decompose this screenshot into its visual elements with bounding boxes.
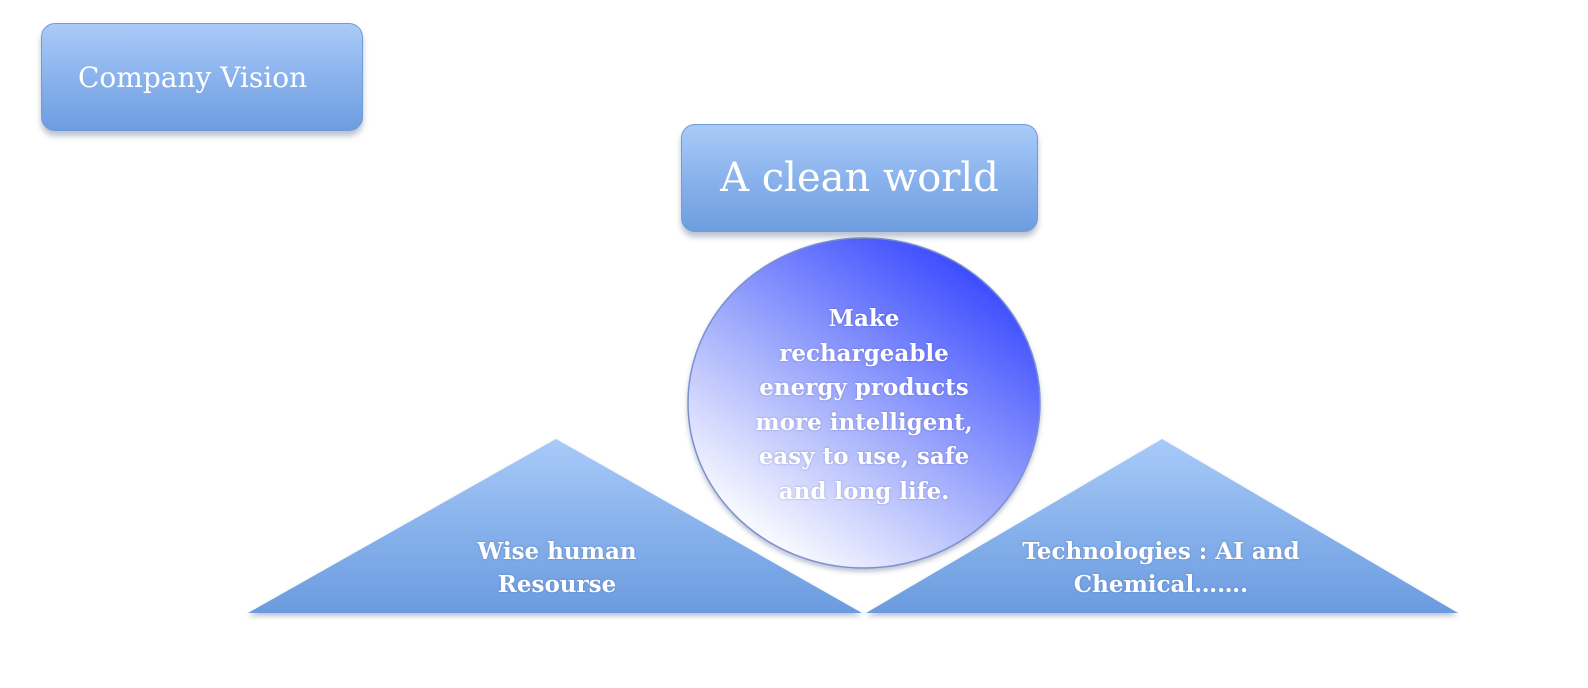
left-pillar-label: Wise human Resourse [477, 538, 637, 598]
company-vision-box: Company Vision [41, 23, 363, 131]
company-vision-label: Company Vision [78, 60, 308, 94]
right-pillar-label: Technologies : AI and Chemical……. [1022, 538, 1300, 598]
mission-text: Make rechargeable energy products more i… [755, 305, 973, 505]
left-pillar-triangle [248, 439, 862, 613]
goal-title: A clean world [720, 155, 999, 201]
goal-box: A clean world [681, 124, 1038, 232]
right-pillar-triangle [866, 439, 1458, 613]
mission-circle [687, 237, 1041, 569]
